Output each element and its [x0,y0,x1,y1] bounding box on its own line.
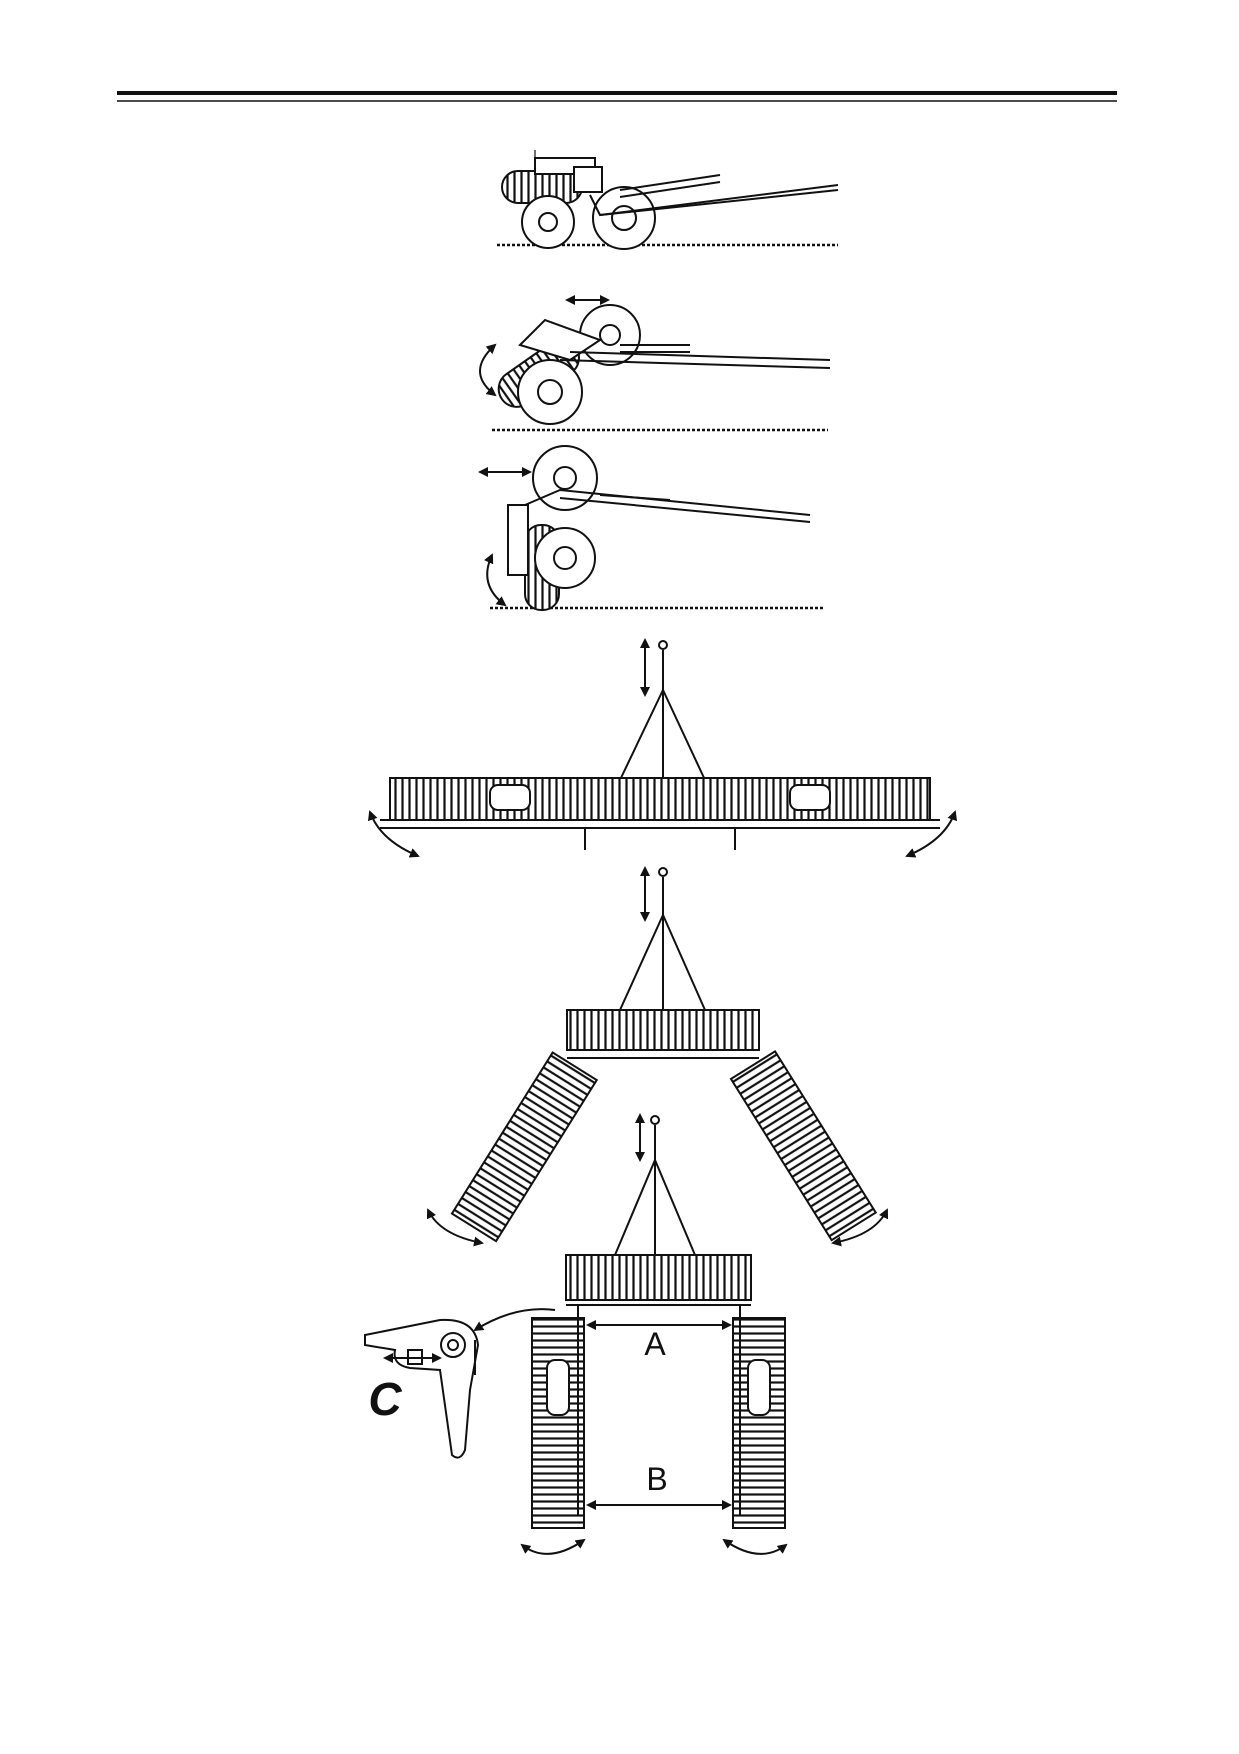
bracket-detail: C [364,1318,480,1459]
top-view-folded: A B [473,1113,788,1555]
label-a: A [644,1326,666,1362]
side-view-lowering [479,295,831,432]
curved-arrow-icon [426,1208,484,1247]
header-rule [117,91,1117,102]
curved-arrow-icon [722,1538,788,1555]
curved-arrow-icon [831,1208,889,1247]
curved-arrow-icon [905,810,958,858]
top-view-extended [367,638,958,858]
side-view-transport-position [497,150,839,250]
side-view-vertical [478,445,825,611]
curved-arrow-icon [484,553,507,607]
label-c: C [368,1373,402,1425]
curved-arrow-icon [367,810,420,858]
detail-callout-arrow [473,1308,556,1332]
curved-arrow-icon [520,1538,586,1555]
top-view-folding [426,866,889,1247]
label-b: B [646,1461,667,1497]
curved-arrow-icon [479,343,497,397]
